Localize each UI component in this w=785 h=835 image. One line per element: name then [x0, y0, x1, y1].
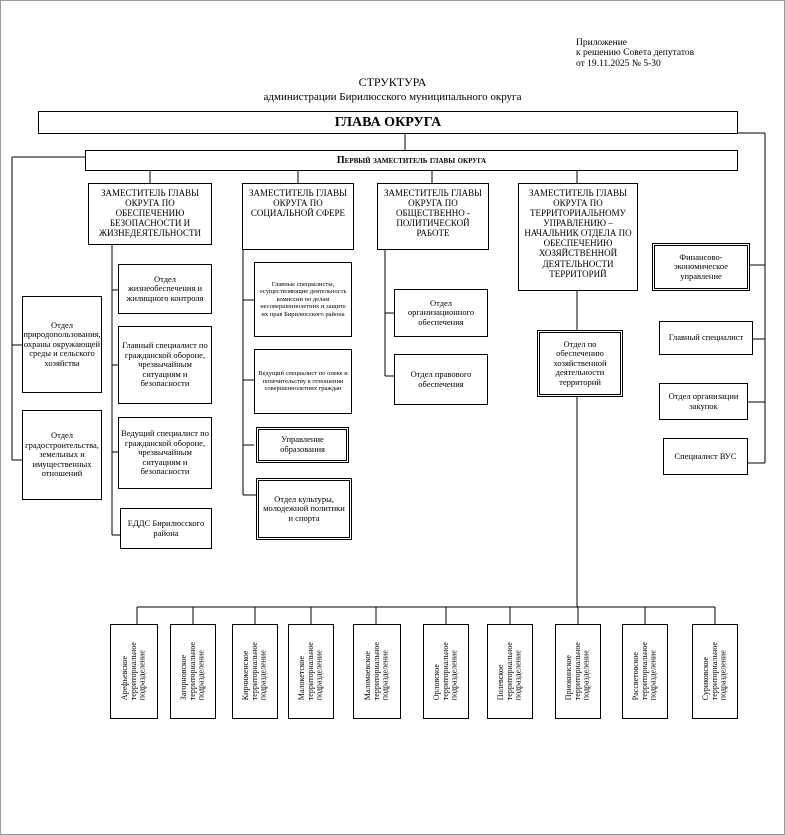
territorial-unit: Кирчиженское территориальное подразделен…	[232, 624, 278, 719]
unit-finance: Финансово-экономическое управление	[652, 243, 750, 291]
territorial-unit: Малокетское территориальное подразделени…	[288, 624, 334, 719]
deputy-security-box: ЗАМЕСТИТЕЛЬ ГЛАВЫ ОКРУГА ПО ОБЕСПЕЧЕНИЮ …	[88, 183, 212, 245]
unit-culture: Отдел культуры, молодежной политики и сп…	[256, 478, 352, 540]
deputy-territorial-box: ЗАМЕСТИТЕЛЬ ГЛАВЫ ОКРУГА ПО ТЕРРИТОРИАЛЬ…	[518, 183, 638, 291]
unit-education: Управление образования	[256, 427, 349, 463]
unit-lead-civil-defense: Ведущий специалист по гражданской оборон…	[118, 417, 212, 489]
unit-chief-specialist: Главный специалист	[659, 321, 753, 355]
territorial-unit: Рассветовское территориальное подразделе…	[622, 624, 668, 719]
unit-military-registration: Специалист ВУС	[663, 438, 748, 475]
deputy-political-box: ЗАМЕСТИТЕЛЬ ГЛАВЫ ОКРУГА ПО ОБЩЕСТВЕННО …	[377, 183, 489, 250]
unit-guardianship: Ведущий специалист по опеке и попечитель…	[254, 349, 352, 414]
unit-procurement: Отдел организации закупок	[659, 383, 748, 420]
unit-legal-support: Отдел правового обеспечения	[394, 354, 488, 405]
territorial-unit: Загорновское территориальное подразделен…	[170, 624, 216, 719]
appendix-note: Приложение к решению Совета депутатов от…	[576, 38, 695, 69]
head-box: ГЛАВА ОКРУГА	[38, 111, 738, 134]
first-deputy-box: Первый заместитель главы округа	[85, 150, 738, 171]
territorial-unit: Маломаевское территориальное подразделен…	[353, 624, 401, 719]
deputy-social-box: ЗАМЕСТИТЕЛЬ ГЛАВЫ ОКРУГА ПО СОЦИАЛЬНОЙ С…	[242, 183, 354, 250]
territorial-unit: Полевское территориальное подразделение	[487, 624, 533, 719]
territorial-unit: Арефьевское территориальное подразделени…	[110, 624, 158, 719]
unit-life-support: Отдел жизнеобеспечения и жилищного контр…	[118, 264, 212, 314]
territorial-unit: Приокинское территориальное подразделени…	[555, 624, 601, 719]
unit-nature-management: Отдел природопользования, охраны окружаю…	[22, 296, 102, 393]
unit-urban-planning: Отдел градостроительства, земельных и им…	[22, 410, 102, 500]
territorial-unit: Орловское территориальное подразделение	[423, 624, 469, 719]
territorial-unit: Суриковское территориальное подразделени…	[692, 624, 738, 719]
chart-subtitle: администрации Бирилюсского муниципальног…	[263, 91, 522, 103]
unit-economic-activity: Отдел по обеспечению хозяйственной деяте…	[537, 330, 623, 397]
unit-edds: ЕДДС Бирилюсского района	[120, 508, 212, 549]
unit-minors-commission: Главные специалисты, осуществляющие деят…	[254, 262, 352, 337]
unit-organizational-support: Отдел организационного обеспечения	[394, 289, 488, 337]
chart-title: СТРУКТУРА	[358, 75, 427, 89]
unit-chief-civil-defense: Главный специалист по гражданской оборон…	[118, 326, 212, 404]
